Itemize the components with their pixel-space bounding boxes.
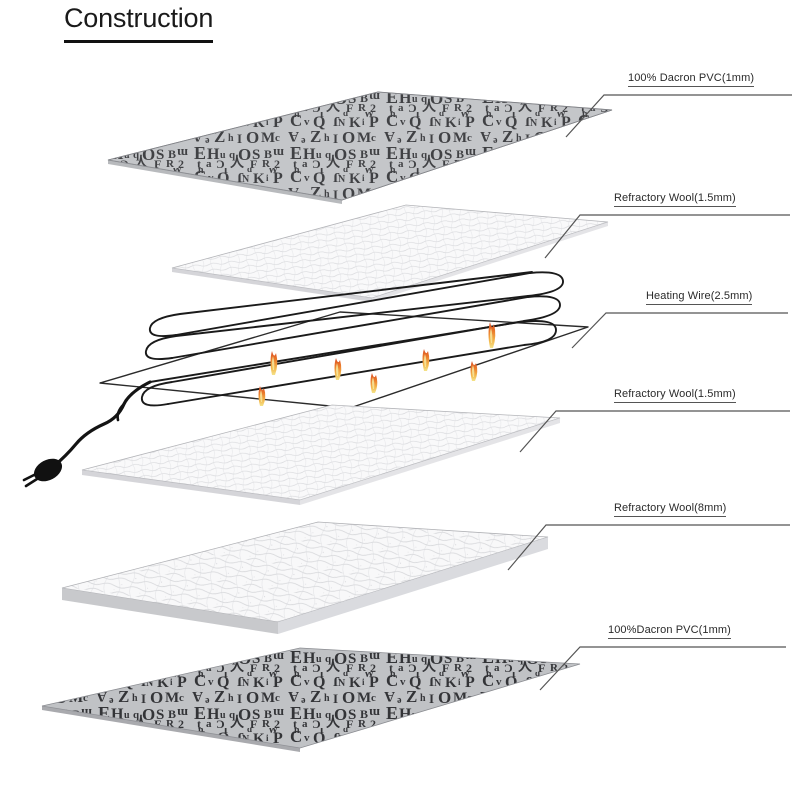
layer-label-2: Refractory Wool(1.5mm) bbox=[614, 192, 736, 207]
flame-icon bbox=[422, 349, 430, 371]
leader-line-5 bbox=[507, 524, 790, 571]
leader-line-2 bbox=[544, 214, 790, 259]
layer-5-refractory-wool-8mm bbox=[61, 521, 549, 634]
flame-icon bbox=[270, 351, 278, 375]
layer-label-6: 100%Dacron PVC(1mm) bbox=[608, 624, 731, 639]
layer-label-1: 100% Dacron PVC(1mm) bbox=[628, 72, 755, 87]
leader-line-4 bbox=[519, 410, 790, 453]
flame-icon bbox=[334, 358, 342, 380]
flame-icon bbox=[258, 386, 266, 406]
leader-line-1 bbox=[565, 94, 792, 138]
layer-label-4: Refractory Wool(1.5mm) bbox=[614, 388, 736, 403]
leader-lines bbox=[507, 94, 792, 691]
flame-icon bbox=[488, 322, 496, 348]
layer-label-5: Refractory Wool(8mm) bbox=[614, 502, 727, 517]
layer-6-dacron-pvc-bottom bbox=[41, 647, 581, 752]
leader-line-3 bbox=[571, 312, 788, 349]
layer-4-refractory-wool-15mm bbox=[81, 404, 561, 505]
power-cord bbox=[52, 380, 152, 468]
heat-flames bbox=[258, 322, 496, 406]
wire-serpentine bbox=[141, 271, 564, 407]
flame-icon bbox=[370, 373, 378, 393]
flame-icon bbox=[470, 361, 478, 381]
page-title: Construction bbox=[64, 2, 213, 43]
layer-1-dacron-pvc-top bbox=[107, 91, 613, 204]
power-plug-icon bbox=[22, 458, 63, 488]
leader-line-6 bbox=[539, 646, 786, 691]
layer-label-3: Heating Wire(2.5mm) bbox=[646, 290, 753, 305]
layer-3-heating-wire bbox=[22, 271, 589, 488]
layer-2-refractory-wool-15mm bbox=[171, 204, 609, 302]
